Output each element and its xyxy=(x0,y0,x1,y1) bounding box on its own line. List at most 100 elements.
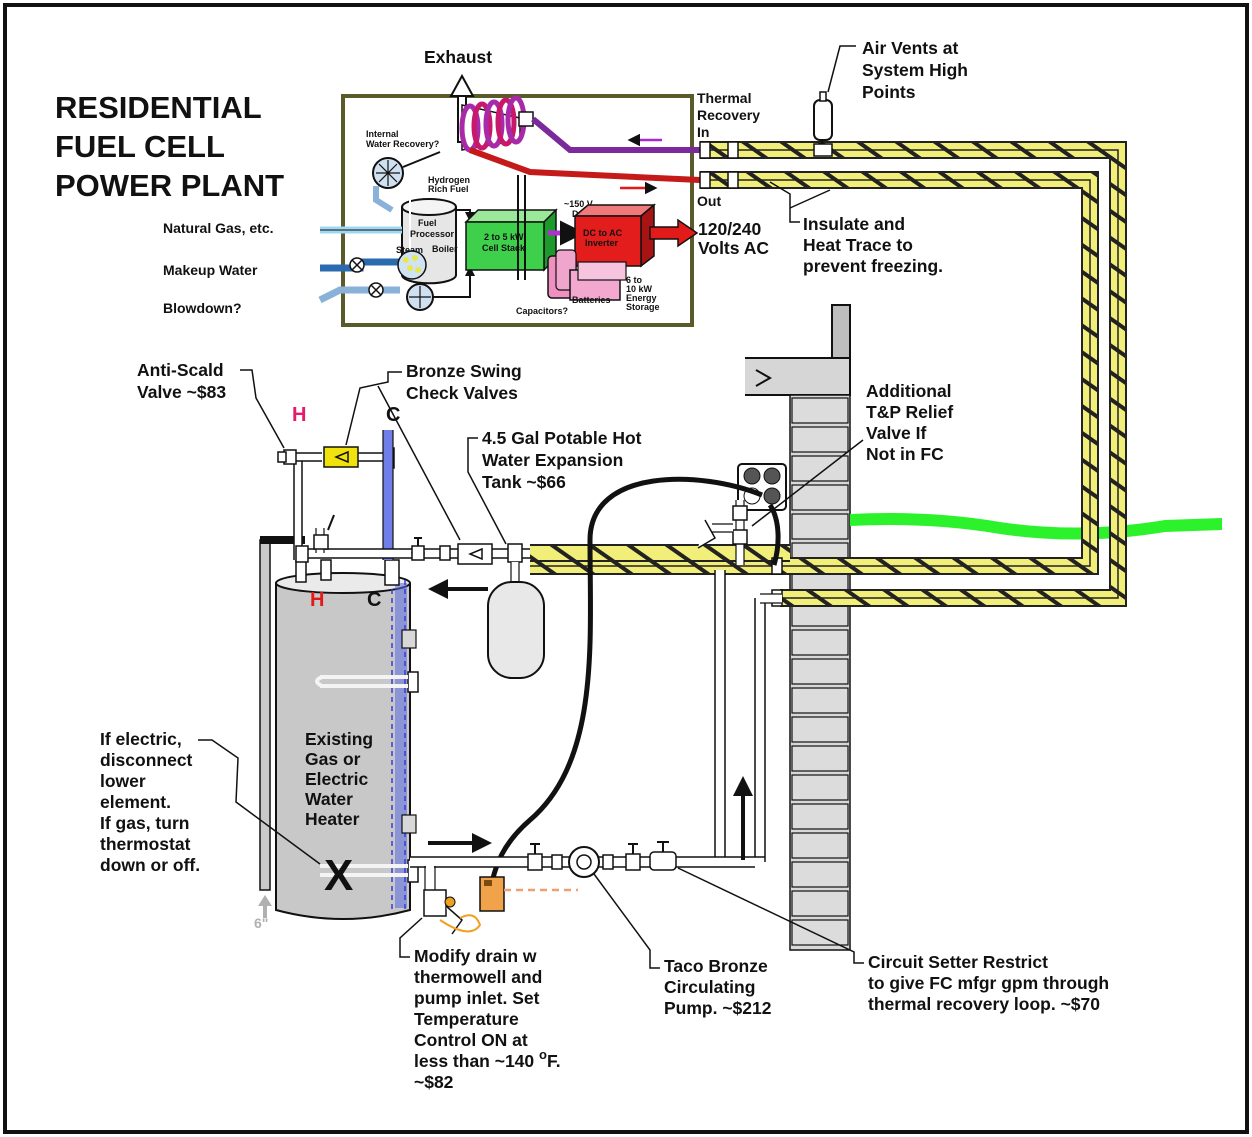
svg-text:Points: Points xyxy=(862,82,916,102)
svg-text:Thermal: Thermal xyxy=(697,90,751,106)
brick xyxy=(791,890,849,917)
svg-text:Additional: Additional xyxy=(866,381,952,401)
cold-marker: C xyxy=(367,589,381,611)
svg-text:Taco Bronze: Taco Bronze xyxy=(664,956,768,976)
svg-text:Capacitors?: Capacitors? xyxy=(516,306,568,316)
check-valve-icon xyxy=(457,543,493,565)
brick-courses xyxy=(791,397,849,946)
svg-text:Gas or: Gas or xyxy=(305,749,361,769)
svg-text:Out: Out xyxy=(697,193,721,209)
brick xyxy=(791,803,849,830)
brick xyxy=(791,455,849,482)
svg-text:10 kW: 10 kW xyxy=(626,284,653,294)
svg-text:Pump. ~$212: Pump. ~$212 xyxy=(664,998,772,1018)
outer-frame xyxy=(3,3,1249,1134)
svg-text:If electric,: If electric, xyxy=(100,729,182,749)
svg-text:If gas, turn: If gas, turn xyxy=(100,813,189,833)
svg-text:6": 6" xyxy=(254,915,268,931)
svg-text:Fuel: Fuel xyxy=(418,218,437,228)
natural-gas-label: Natural Gas, etc. xyxy=(163,220,274,236)
svg-text:Valve If: Valve If xyxy=(866,423,926,443)
svg-text:Processor: Processor xyxy=(410,229,455,239)
circuit-setter-icon xyxy=(649,851,677,871)
svg-text:Water Recovery?: Water Recovery? xyxy=(366,139,439,149)
svg-text:lower: lower xyxy=(100,771,146,791)
svg-text:Boiler: Boiler xyxy=(432,244,458,254)
brick xyxy=(791,745,849,772)
water-heater xyxy=(259,536,419,920)
svg-text:Hydrogen: Hydrogen xyxy=(428,175,470,185)
svg-text:Temperature: Temperature xyxy=(414,1009,519,1029)
anti-scald-assembly xyxy=(277,430,395,560)
cell-stack: 2 to 5 kW Cell Stack xyxy=(464,208,558,272)
disconnect-x-marker: X xyxy=(324,851,353,900)
svg-text:Valve ~$83: Valve ~$83 xyxy=(137,382,226,402)
svg-text:Modify drain w: Modify drain w xyxy=(414,946,537,966)
svg-text:6 to: 6 to xyxy=(626,275,643,285)
svg-text:Water Expansion: Water Expansion xyxy=(482,450,623,470)
tp-relief-valve xyxy=(697,463,787,565)
svg-text:T&P Relief: T&P Relief xyxy=(866,402,953,422)
brick xyxy=(791,861,849,888)
svg-text:Cell Stack: Cell Stack xyxy=(482,243,526,253)
brick xyxy=(791,426,849,453)
svg-text:Steam: Steam xyxy=(396,245,423,255)
power-plant-box: Internal Water Recovery? Fuel Processor … xyxy=(318,73,701,327)
brick xyxy=(791,629,849,656)
check-valve-icon xyxy=(323,446,359,468)
inverter: DC to AC Inverter xyxy=(572,203,657,268)
svg-text:thermowell and: thermowell and xyxy=(414,967,542,987)
svg-text:120/240: 120/240 xyxy=(698,219,762,239)
svg-text:Volts AC: Volts AC xyxy=(698,238,769,258)
svg-text:~150 V: ~150 V xyxy=(564,199,593,209)
svg-text:thermostat: thermostat xyxy=(100,834,191,854)
svg-text:RESIDENTIAL: RESIDENTIAL xyxy=(55,90,262,125)
heat-exchanger-coil xyxy=(459,95,534,153)
svg-text:DC to AC: DC to AC xyxy=(583,228,623,238)
svg-text:Internal: Internal xyxy=(366,129,399,139)
brick xyxy=(791,832,849,859)
hot-marker-top: H xyxy=(292,404,306,426)
svg-text:thermal recovery loop. ~$7: thermal recovery loop. ~$70 xyxy=(868,994,1100,1014)
svg-text:In: In xyxy=(697,124,709,140)
svg-text:~$82: ~$82 xyxy=(414,1072,454,1092)
svg-text:System High: System High xyxy=(862,60,968,80)
svg-text:Inverter: Inverter xyxy=(585,238,619,248)
brick xyxy=(791,484,849,511)
svg-text:Storage: Storage xyxy=(626,302,660,312)
svg-text:Circuit Setter Restrict: Circuit Setter Restrict xyxy=(868,952,1048,972)
exhaust-arrow-icon xyxy=(449,73,475,97)
expansion-tank xyxy=(487,581,545,679)
svg-text:Control ON at: Control ON at xyxy=(414,1030,528,1050)
svg-text:element.: element. xyxy=(100,792,171,812)
hot-supply-line xyxy=(295,514,530,585)
svg-text:Rich Fuel: Rich Fuel xyxy=(428,184,469,194)
insulated-loop xyxy=(530,141,1127,607)
svg-text:Electric: Electric xyxy=(305,769,368,789)
drain-assembly xyxy=(410,858,578,935)
thermal-labels: Thermal Recovery In Out 120/240 Volts AC xyxy=(697,90,769,258)
svg-text:Energy: Energy xyxy=(626,293,657,303)
svg-text:Not in FC: Not in FC xyxy=(866,444,944,464)
makeup-water-label: Makeup Water xyxy=(163,262,258,278)
brick xyxy=(791,716,849,743)
svg-text:Water: Water xyxy=(305,789,353,809)
svg-text:down or off.: down or off. xyxy=(100,855,200,875)
svg-text:Bronze Swing: Bronze Swing xyxy=(406,361,522,381)
return-line xyxy=(410,570,782,878)
svg-text:FUEL CELL: FUEL CELL xyxy=(55,129,225,164)
fuel-processor: Fuel Processor Boiler Steam xyxy=(396,198,458,285)
svg-text:pump inlet. Set: pump inlet. Set xyxy=(414,988,540,1008)
brick xyxy=(791,397,849,424)
power-cord xyxy=(489,476,763,883)
svg-text:4.5 Gal Potable Hot: 4.5 Gal Potable Hot xyxy=(482,428,642,448)
brick xyxy=(791,658,849,685)
brick xyxy=(791,774,849,801)
brick xyxy=(791,513,849,540)
svg-text:Circulating: Circulating xyxy=(664,977,755,997)
svg-text:POWER PLANT: POWER PLANT xyxy=(55,168,284,203)
svg-text:prevent freezing.: prevent freezing. xyxy=(803,256,943,276)
svg-text:Anti-Scald: Anti-Scald xyxy=(137,360,224,380)
